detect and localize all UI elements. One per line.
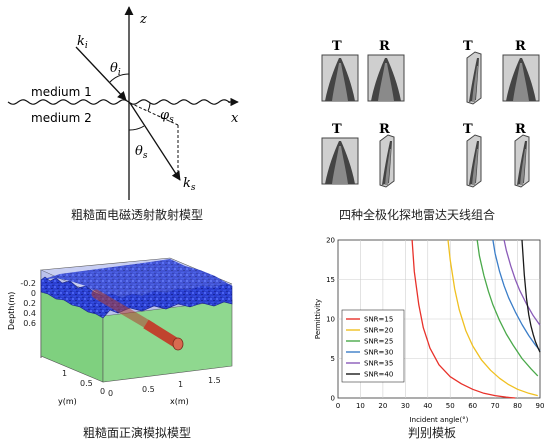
model3d-caption: 粗糙面正演模拟模型 xyxy=(82,426,191,440)
scattering-diagram: z x medium 1 medium 2 ki θi ks φs θs xyxy=(7,6,239,200)
x-tick-label: 10 xyxy=(356,402,365,410)
combo1-r-label: R xyxy=(379,39,390,54)
legend-label: SNR=25 xyxy=(364,338,393,346)
theta-i-label: θi xyxy=(110,61,121,78)
legend-label: SNR=15 xyxy=(364,316,393,324)
legend-label: SNR=35 xyxy=(364,360,393,368)
x-tick: 1.5 xyxy=(208,376,221,385)
series-line-snr-25 xyxy=(476,239,539,377)
legend-box xyxy=(341,309,405,383)
x-tick-label: 50 xyxy=(446,402,455,410)
theta-s-arc xyxy=(128,125,145,131)
theta-i-arc xyxy=(109,73,130,83)
series-line-snr-30 xyxy=(492,239,541,352)
x-tick: 0.5 xyxy=(142,385,155,394)
x-tick-label: 30 xyxy=(401,402,410,410)
legend-label: SNR=30 xyxy=(364,349,393,357)
x-tick-label: 70 xyxy=(491,402,500,410)
z-axis-label: z xyxy=(139,12,147,27)
ki-label: ki xyxy=(77,34,88,51)
y-axis-label: Permittivity xyxy=(314,299,322,339)
x-tick-label: 0 xyxy=(336,402,340,410)
y-tick-label: 15 xyxy=(326,276,335,284)
combo3-r-label: R xyxy=(379,122,390,137)
buried-pipe-hidden xyxy=(91,289,157,332)
x-tick: 0 xyxy=(108,389,113,398)
combo1-r-antenna xyxy=(367,54,405,102)
combo1-t-label: T xyxy=(332,39,342,54)
z-tick: -0.2 xyxy=(20,279,36,288)
x-tick-label: 20 xyxy=(378,402,387,410)
combo2-t-label: T xyxy=(463,39,473,54)
z-tick: 0.2 xyxy=(23,299,36,308)
phi-s-arc xyxy=(147,102,151,112)
series-line-snr-20 xyxy=(447,239,538,397)
combo3-t-label: T xyxy=(332,122,342,137)
z-tick: 0.6 xyxy=(23,319,36,328)
combo1-t-antenna xyxy=(321,54,359,102)
x-tick-label: 80 xyxy=(513,402,522,410)
combo4-r-label: R xyxy=(515,122,526,137)
x-tick: 1 xyxy=(178,380,183,389)
combo2-t-antenna xyxy=(466,51,482,105)
x-axis-label: x xyxy=(231,111,239,126)
combo3-t-antenna xyxy=(321,137,359,185)
legend-label: SNR=20 xyxy=(364,327,393,335)
series-line-snr-40 xyxy=(521,239,541,353)
x-axis-label: Incident angle(°) xyxy=(410,416,469,424)
combo4-t-antenna xyxy=(466,134,482,188)
combo2-r-antenna xyxy=(502,54,540,102)
antenna-caption: 四种全极化探地雷达天线组合 xyxy=(338,208,495,222)
y-tick-label: 20 xyxy=(326,237,335,245)
x-tick-label: 90 xyxy=(536,402,545,410)
theta-s-label: θs xyxy=(135,144,148,161)
scattering-caption: 粗糙面电磁透射散射模型 xyxy=(70,208,203,222)
x-tick-label: 40 xyxy=(423,402,432,410)
y-axis-label: y(m) xyxy=(58,397,77,406)
z-tick: 0 xyxy=(31,289,36,298)
phi-s-label: φs xyxy=(160,108,174,125)
z-ticks: -0.2 0 0.2 0.4 0.6 xyxy=(20,279,36,328)
medium-2-label: medium 2 xyxy=(31,111,92,125)
rough-surface xyxy=(40,276,233,319)
incident-wave-arrow xyxy=(75,46,127,101)
y-tick: 0 xyxy=(100,387,105,396)
combo4-t-label: T xyxy=(463,122,473,137)
ks-label: ks xyxy=(183,176,196,193)
antenna-diagram: T R T R T R T R xyxy=(321,39,540,188)
scattered-wave-arrow xyxy=(129,102,181,181)
chart-caption: 判别模板 xyxy=(407,426,456,440)
legend-label: SNR=40 xyxy=(364,371,393,379)
z-axis-label: Depth(m) xyxy=(7,292,16,330)
rough-surface-3d-model: -0.2 0 0.2 0.4 0.6 Depth(m) 1 0.5 0 y(m)… xyxy=(7,257,233,406)
series-line-snr-15 xyxy=(411,239,516,399)
combo4-r-antenna xyxy=(514,134,530,188)
y-tick-label: 0 xyxy=(331,395,335,403)
combo3-r-antenna xyxy=(379,134,395,188)
pipe-end xyxy=(172,337,184,351)
z-tick: 0.4 xyxy=(23,309,36,318)
combo2-r-label: R xyxy=(515,39,526,54)
rough-interface xyxy=(7,99,231,105)
rough-surface-top xyxy=(41,259,232,298)
x-tick-label: 60 xyxy=(468,402,477,410)
y-tick: 0.5 xyxy=(80,379,93,388)
buried-pipe xyxy=(143,319,181,349)
y-tick-label: 5 xyxy=(331,355,335,363)
y-tick: 1 xyxy=(62,369,67,378)
y-tick-label: 10 xyxy=(326,316,335,324)
projection-dashed-line xyxy=(129,102,179,126)
medium-1-label: medium 1 xyxy=(31,85,92,99)
discrimination-chart: 0 10 20 30 40 50 60 70 80 90 0 5 10 15 20 SNR=15SNR=2… xyxy=(314,237,545,425)
x-axis-label: x(m) xyxy=(170,397,189,406)
series-line-snr-35 xyxy=(503,239,541,326)
